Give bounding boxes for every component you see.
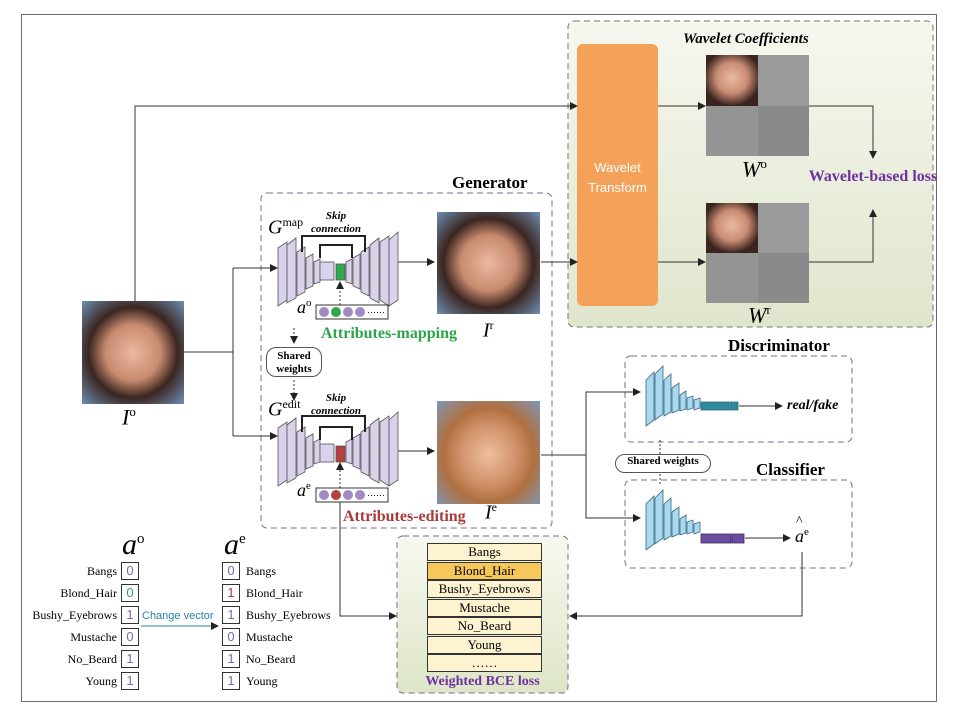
wavelet-panel bbox=[567, 20, 934, 328]
a-e-value: 1 bbox=[222, 672, 240, 690]
figure-frame bbox=[21, 14, 937, 702]
w-o-label: Wo bbox=[742, 156, 767, 182]
discriminator-panel bbox=[624, 355, 853, 443]
wavelet-coeff-bottom bbox=[706, 203, 809, 303]
a-e-attr-label: No_Beard bbox=[246, 652, 296, 666]
a-e-attr-label: Young bbox=[246, 674, 278, 688]
skip-bracket-edit-outer bbox=[301, 415, 366, 432]
a-e-capsule-dots: …… bbox=[367, 488, 385, 498]
change-vector-label: Change vector bbox=[142, 610, 214, 622]
i-e-label: Ie bbox=[485, 500, 497, 524]
classifier-title: Classifier bbox=[756, 460, 825, 479]
bce-item: Blond_Hair bbox=[427, 561, 542, 580]
a-o-attr-label: Bushy_Eyebrows bbox=[32, 608, 117, 622]
input-face-image bbox=[82, 301, 184, 404]
a-e-attr-label: Bushy_Eyebrows bbox=[246, 608, 331, 622]
flow-lines bbox=[134, 102, 877, 630]
generator-title: Generator bbox=[452, 173, 528, 192]
a-o-value: 0 bbox=[121, 584, 139, 602]
bce-item: Mustache bbox=[427, 598, 542, 617]
a-e-value: 1 bbox=[222, 584, 240, 602]
reconstructed-face-image bbox=[437, 212, 540, 314]
bce-item: …… bbox=[427, 654, 542, 672]
skip-connection-map: Skip connection bbox=[310, 210, 362, 235]
a-e-attr-label: Mustache bbox=[246, 630, 293, 644]
bce-item: Bushy_Eyebrows bbox=[427, 580, 542, 598]
i-o-label: Io bbox=[122, 404, 136, 430]
real-fake-label: real/fake bbox=[787, 398, 839, 413]
a-o-attr-label: Mustache bbox=[70, 630, 117, 644]
skip-bracket-map-outer bbox=[301, 235, 366, 252]
a-o-attr-label: Young bbox=[85, 674, 117, 688]
shared-weights-generator: Shared weights bbox=[266, 347, 322, 377]
a-e-attr-label: Blond_Hair bbox=[246, 586, 303, 600]
wavelet-loss-label: Wavelet-based loss bbox=[808, 168, 938, 185]
a-e-value: 1 bbox=[222, 606, 240, 624]
a-o-attr-label: Bangs bbox=[87, 564, 117, 578]
a-o-gen-label: ao bbox=[297, 297, 312, 317]
bce-item: Young bbox=[427, 635, 542, 654]
a-o-value: 1 bbox=[121, 672, 139, 690]
generator-map-network bbox=[277, 231, 399, 307]
wavelet-transform-label: Wavelet Transform bbox=[588, 160, 647, 195]
wavelet-title: Wavelet Coefficients bbox=[683, 31, 809, 47]
bce-item: Bangs bbox=[427, 543, 542, 561]
bce-loss-label: Weighted BCE loss bbox=[425, 674, 540, 689]
generator-edit-network bbox=[277, 411, 399, 487]
a-o-value: 0 bbox=[121, 562, 139, 580]
a-e-value: 1 bbox=[222, 650, 240, 668]
a-e-attr-label: Bangs bbox=[246, 564, 276, 578]
wavelet-coeff-top bbox=[706, 55, 809, 156]
a-o-value: 1 bbox=[121, 606, 139, 624]
a-o-value: 0 bbox=[121, 628, 139, 646]
a-e-value: 0 bbox=[222, 562, 240, 580]
g-edit-label: Gedit bbox=[268, 397, 301, 421]
i-r-label: Ir bbox=[483, 318, 494, 342]
a-o-value: 1 bbox=[121, 650, 139, 668]
attributes-editing-label: Attributes-editing bbox=[343, 508, 466, 525]
wavelet-transform-block bbox=[577, 44, 658, 306]
a-e-gen-label: ae bbox=[297, 480, 311, 500]
generator-panel bbox=[260, 192, 553, 529]
skip-connection-edit: Skip connection bbox=[310, 392, 362, 417]
a-o-capsule-dots: …… bbox=[367, 305, 385, 315]
a-o-vector-title: ao bbox=[122, 528, 145, 561]
attributes-mapping-label: Attributes-mapping bbox=[321, 325, 458, 342]
skip-bracket-map-inner bbox=[319, 244, 353, 258]
skip-bracket-edit-inner bbox=[319, 426, 353, 440]
edited-face-image bbox=[437, 401, 540, 504]
bce-item: No_Beard bbox=[427, 617, 542, 635]
classifier-network bbox=[645, 489, 745, 551]
g-map-label: Gmap bbox=[268, 215, 304, 239]
a-o-attr-label: No_Beard bbox=[67, 652, 117, 666]
a-o-attr-label: Blond_Hair bbox=[60, 586, 117, 600]
classifier-panel bbox=[624, 479, 853, 569]
shared-weights-dc: Shared weights bbox=[615, 454, 711, 473]
discriminator-network bbox=[645, 365, 739, 427]
classifier-output-hat: ^ bbox=[796, 514, 803, 529]
discriminator-title: Discriminator bbox=[728, 336, 830, 355]
a-e-vector-title: ae bbox=[224, 528, 246, 561]
w-r-label: Wr bbox=[748, 302, 771, 328]
a-e-value: 0 bbox=[222, 628, 240, 646]
classifier-output-label: ae bbox=[795, 526, 809, 546]
